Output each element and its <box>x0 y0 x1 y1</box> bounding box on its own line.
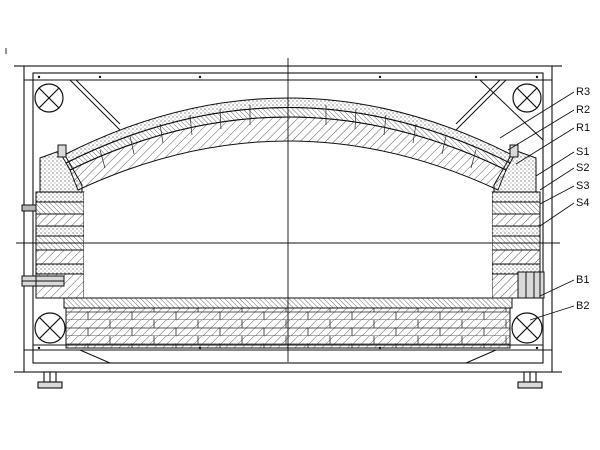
left-side-wall <box>21 191 85 299</box>
callout-r2: R2 <box>576 104 590 116</box>
callout-b1: B1 <box>576 274 589 286</box>
callout-s1: S1 <box>576 146 589 158</box>
right-side-wall <box>491 191 545 299</box>
top-left-roller <box>34 83 64 113</box>
skewback-right <box>493 144 537 193</box>
bottom-right-roller <box>511 312 543 344</box>
skewback-left <box>39 144 83 193</box>
callout-s2: S2 <box>576 162 589 174</box>
callout-leaders <box>499 91 575 321</box>
left-foot <box>37 371 63 389</box>
callout-s4: S4 <box>576 197 589 209</box>
top-right-roller <box>512 83 542 113</box>
callout-b2: B2 <box>576 300 589 312</box>
corner-braces <box>69 79 544 364</box>
callout-labels: R3 R2 R1 S1 S2 S3 S4 B1 B2 <box>576 86 590 312</box>
right-foot <box>517 371 543 389</box>
callout-s3: S3 <box>576 180 589 192</box>
callout-r3: R3 <box>576 86 590 98</box>
centerlines <box>5 48 560 362</box>
bottom-left-roller <box>34 312 66 344</box>
callout-r1: R1 <box>576 122 590 134</box>
